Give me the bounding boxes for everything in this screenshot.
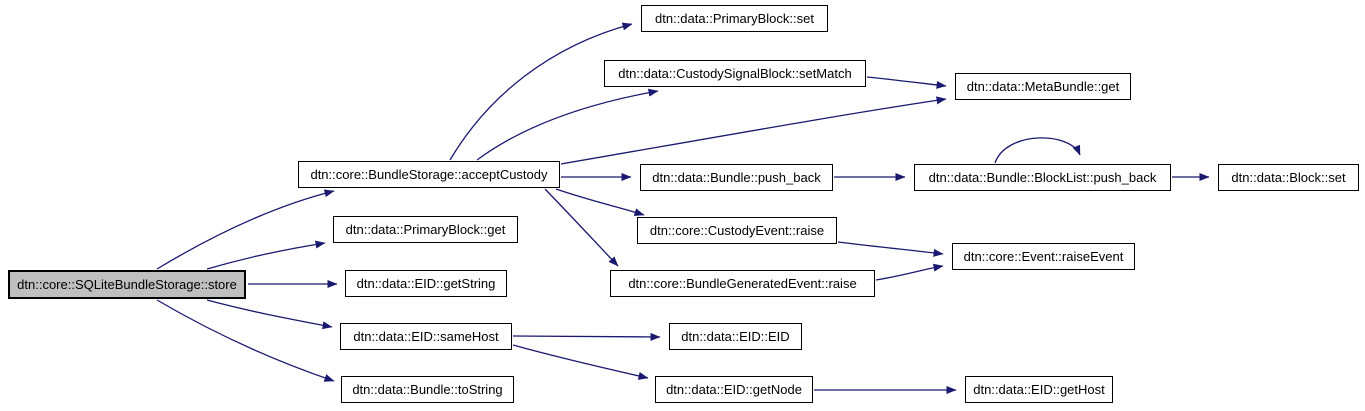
node-eid-getnode[interactable]: dtn::data::EID::getNode: [655, 376, 813, 403]
edge-acceptcustody-bundlegeneratedevent-raise: [544, 188, 619, 267]
edge-acceptcustody-setmatch: [476, 88, 659, 161]
edge-samehost-eid-eid: [512, 332, 661, 341]
edge-store-eid-samehost: [206, 299, 333, 330]
node-eid-constructor[interactable]: dtn::data::EID::EID: [669, 323, 802, 350]
node-bundlestorage-acceptcustody[interactable]: dtn::core::BundleStorage::acceptCustody: [298, 161, 560, 188]
edge-store-acceptcustody: [156, 189, 335, 270]
edge-setmatch-metabundle-get: [866, 76, 947, 89]
edge-store-primaryblock-get: [206, 240, 326, 270]
edge-custodyevent-raise-raiseevent: [837, 241, 944, 257]
node-bundle-blocklist-pushback[interactable]: dtn::data::Bundle::BlockList::push_back: [914, 164, 1171, 191]
node-custodysignalblock-setmatch[interactable]: dtn::data::CustodySignalBlock::setMatch: [604, 60, 866, 87]
edge-acceptcustody-primaryblock-set: [449, 22, 633, 161]
node-primaryblock-get[interactable]: dtn::data::PrimaryBlock::get: [333, 216, 518, 243]
node-eid-gethost[interactable]: dtn::data::EID::getHost: [965, 376, 1113, 403]
node-event-raiseevent[interactable]: dtn::core::Event::raiseEvent: [952, 243, 1135, 270]
node-metabundle-get[interactable]: dtn::data::MetaBundle::get: [955, 73, 1131, 100]
node-eid-getstring[interactable]: dtn::data::EID::getString: [345, 270, 507, 297]
node-primaryblock-set[interactable]: dtn::data::PrimaryBlock::set: [641, 5, 828, 32]
node-custodyevent-raise[interactable]: dtn::core::CustodyEvent::raise: [637, 217, 837, 244]
node-bundlegeneratedevent-raise[interactable]: dtn::core::BundleGeneratedEvent::raise: [610, 270, 875, 297]
node-bundle-tostring[interactable]: dtn::data::Bundle::toString: [341, 376, 514, 403]
node-sqlitebundlestorage-store[interactable]: dtn::core::SQLiteBundleStorage::store: [8, 270, 246, 299]
node-eid-samehost[interactable]: dtn::data::EID::sameHost: [340, 323, 512, 350]
edge-samehost-eid-getnode: [512, 344, 649, 380]
node-bundle-pushback[interactable]: dtn::data::Bundle::push_back: [640, 164, 833, 191]
node-block-set[interactable]: dtn::data::Block::set: [1218, 164, 1359, 191]
edge-acceptcustody-metabundle-get: [560, 96, 947, 165]
edge-bundlegeneratedevent-raise-raiseevent: [875, 263, 944, 281]
edge-blocklist-pushback-selfloop: [994, 137, 1081, 164]
edge-acceptcustody-custodyevent-raise: [555, 188, 645, 217]
edge-store-bundle-tostring: [156, 299, 335, 382]
